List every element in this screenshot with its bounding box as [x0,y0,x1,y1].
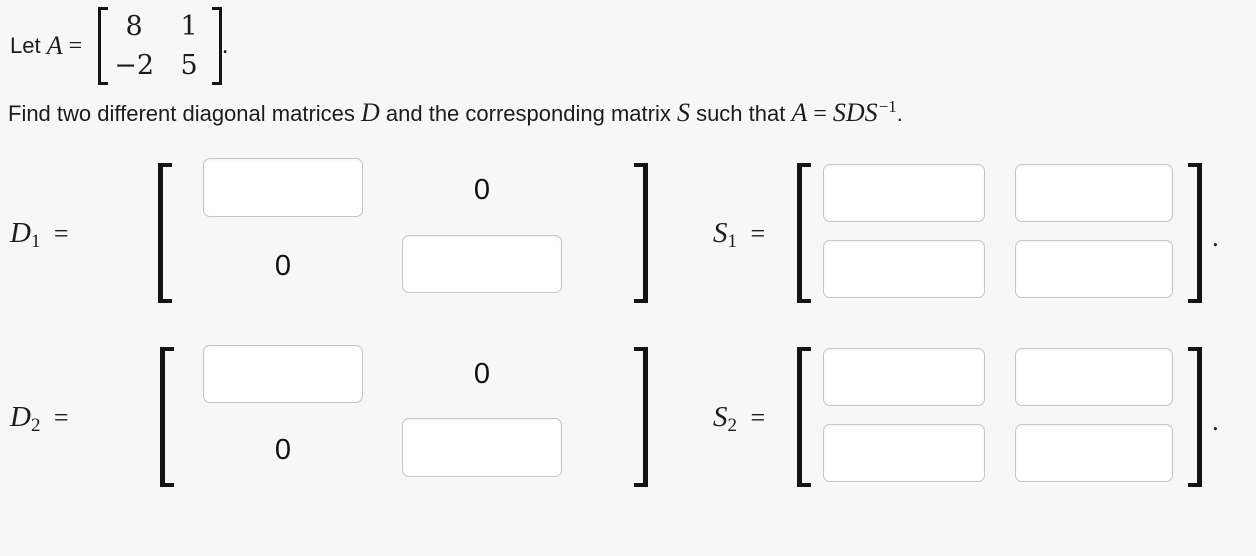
d2-label-sub: 2 [30,415,41,436]
matrix-a-cell-r1c2: 1 [180,11,198,42]
s2-entry-r1c1-input[interactable] [823,348,985,406]
s1-right-bracket [1188,163,1202,303]
intro-period: . [222,32,229,59]
matrix-a-cell-r2c1: −2 [114,50,155,81]
matrix-a: 8 1 −2 5 [98,7,223,85]
s1-entry-r2c2-input[interactable] [1015,240,1173,298]
d1-left-bracket [158,163,172,303]
d2-label-base: D [10,401,31,433]
d1-label-base: D [10,217,31,249]
d1-equals: = [53,219,69,248]
d2-entry-r1c1-input[interactable] [203,345,363,403]
d1-label: D1 = [10,217,69,258]
matrix-a-cell-r2c2: 5 [180,50,198,81]
equation-lhs: A [791,98,808,127]
s1-label-base: S [713,217,728,249]
s1-entry-r2c1-input[interactable] [823,240,985,298]
left-bracket [98,7,109,85]
equation-rhs: SDS [832,98,878,127]
d1-label-sub: 1 [30,231,41,252]
s1-entry-r1c2-input[interactable] [1015,164,1173,222]
matrix-a-cell-r1c1: 8 [125,11,143,42]
d2-right-bracket [634,347,648,487]
matrix-a-entries: 8 1 −2 5 [108,8,212,84]
d2-entry-r2c1-zero: 0 [274,434,292,466]
intro-prefix: Let [10,33,47,58]
d2-label: D2 = [10,401,69,442]
d1-entry-r2c2-input[interactable] [402,235,562,293]
s2-equals: = [750,403,766,432]
d2-entry-r1c2-zero: 0 [473,358,491,390]
right-bracket [212,7,223,85]
s2-entry-r1c2-input[interactable] [1015,348,1173,406]
equals-sign: = [62,32,83,59]
s2-label-base: S [713,401,728,433]
s1-period: . [1212,222,1219,252]
task-text-2: and the corresponding matrix [379,101,677,126]
d1-entry-r1c1-input[interactable] [203,158,363,217]
task-text-3: such that [689,101,792,126]
d2-entry-r2c2-input[interactable] [402,418,562,477]
s2-label-sub: 2 [727,415,738,436]
variable-d: D [361,98,380,127]
equation-exponent: −1 [878,97,897,116]
intro-statement: Let A = 8 1 −2 5 . [10,4,228,88]
equation-equals: = [807,101,833,127]
task-statement: Find two different diagonal matrices D a… [8,92,903,132]
variable-s: S [676,98,690,127]
d1-entry-r2c1-zero: 0 [274,250,292,282]
d1-right-bracket [634,163,648,303]
d1-entry-r1c2-zero: 0 [473,174,491,206]
task-text-1: Find two different diagonal matrices [8,101,361,126]
s1-entry-r1c1-input[interactable] [823,164,985,222]
s2-entry-r2c2-input[interactable] [1015,424,1173,482]
s1-label-sub: 1 [727,231,738,252]
s2-right-bracket [1188,347,1202,487]
variable-a: A [46,31,63,60]
s2-left-bracket [797,347,811,487]
s1-left-bracket [797,163,811,303]
s1-equals: = [750,219,766,248]
d2-left-bracket [160,347,174,487]
s2-entry-r2c1-input[interactable] [823,424,985,482]
d2-equals: = [53,403,69,432]
s1-label: S1 = [713,217,765,258]
s2-label: S2 = [713,401,765,442]
task-period: . [896,101,903,126]
s2-period: . [1212,406,1219,436]
